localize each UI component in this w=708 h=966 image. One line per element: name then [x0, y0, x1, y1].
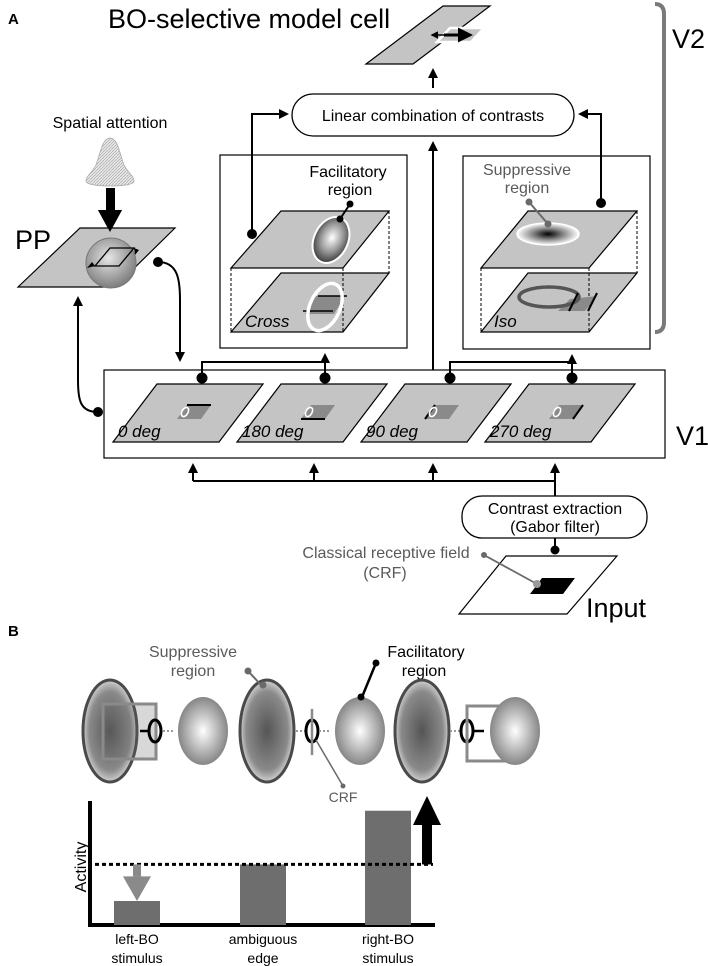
v1-to-v2-connections [196, 353, 578, 384]
orientation-map-label: 0 deg [118, 422, 161, 441]
cross-label: Cross [245, 312, 290, 331]
y-axis-label: Activity [73, 842, 90, 893]
crf-ring [304, 406, 314, 418]
x-tick-label: stimulus [111, 950, 162, 966]
v2-label: V2 [672, 24, 705, 54]
x-tick-label: left-BO [115, 931, 159, 947]
bar-2 [365, 810, 411, 925]
bar-0 [114, 901, 160, 925]
attention-globe-icon [85, 237, 137, 289]
b-suppressive-label-line2: region [171, 663, 215, 680]
input-stimulus [530, 578, 575, 594]
orientation-map-label: 270 deg [489, 422, 552, 441]
input-label: Input [586, 593, 647, 623]
orientation-map-0: 0 deg [111, 383, 265, 443]
crf-ring [428, 406, 438, 418]
suppressive-region-oval [393, 678, 451, 784]
attention-gaussian-icon [85, 137, 135, 187]
suppression-arrow-icon [123, 876, 151, 901]
receptive-field-configurations [81, 678, 540, 784]
suppressive-label-line2: region [505, 180, 549, 197]
suppressive-region-oval [238, 678, 296, 784]
facilitatory-region-sphere [335, 697, 385, 765]
b-facilitatory-label-line1: Facilitatory [387, 644, 464, 661]
linear-combination-box [291, 93, 575, 137]
orientation-map-label: 180 deg [242, 422, 304, 441]
orientation-map-2: 90 deg [359, 383, 513, 443]
contrast-to-v1-connections [188, 463, 560, 496]
activity-bar-chart: Activity left-BO stimulus ambiguous edge righ… [73, 796, 441, 966]
facilitatory-label-line2: region [328, 182, 372, 199]
crf-ring [552, 406, 562, 418]
x-tick-label: edge [247, 950, 278, 966]
facilitatory-planes [229, 200, 391, 333]
contrast-extraction-line1: Contrast extraction [488, 501, 622, 518]
x-tick-label: ambiguous [229, 931, 298, 947]
v2-bracket [654, 2, 666, 334]
x-tick-label: stimulus [362, 950, 413, 966]
model-cell-plane [364, 5, 492, 65]
attention-arrow-shaft [106, 188, 115, 212]
facilitation-arrow-icon [413, 796, 441, 825]
panel-b-letter: B [8, 623, 19, 640]
b-facilitatory-label-line2: region [402, 663, 446, 680]
contrast-extraction-line2: (Gabor filter) [510, 519, 600, 536]
facilitatory-region-sphere [178, 697, 228, 765]
b-suppressive-label-line1: Suppressive [149, 644, 237, 661]
spatial-attention-label: Spatial attention [53, 115, 168, 132]
bar-1 [240, 864, 286, 925]
pp-v1-connections [73, 257, 185, 417]
orientation-maps: 0 deg 180 deg 90 deg 270 deg [111, 383, 637, 443]
crf-label-line1: Classical receptive field [302, 545, 469, 562]
facilitatory-region-sphere [490, 697, 540, 765]
pp-label: PP [15, 225, 51, 255]
preferred-edge [572, 404, 584, 420]
crf-ring [147, 718, 163, 744]
suppressive-ring [517, 285, 581, 309]
orientation-map-label: 90 deg [366, 422, 419, 441]
iso-label: Iso [494, 312, 517, 331]
linear-combination-label: Linear combination of contrasts [322, 108, 544, 125]
b-crf-label: CRF [329, 789, 358, 805]
orientation-map-1: 180 deg [235, 383, 389, 443]
x-tick-label: right-BO [362, 931, 414, 947]
suppressive-planes [479, 198, 639, 333]
panel-a-letter: A [8, 11, 19, 28]
facilitatory-label-line1: Facilitatory [309, 164, 386, 181]
model-cell-title: BO-selective model cell [108, 4, 390, 34]
suppressive-label-line1: Suppressive [483, 162, 571, 179]
v1-label: V1 [676, 421, 708, 451]
crf-label-line2: (CRF) [363, 565, 407, 582]
crf-ring [180, 406, 190, 418]
facilitatory-crf-ring [306, 281, 344, 333]
orientation-map-3: 270 deg [483, 383, 637, 443]
facilitation-arrow-shaft [422, 823, 432, 865]
suppression-arrow-shaft [133, 864, 141, 877]
